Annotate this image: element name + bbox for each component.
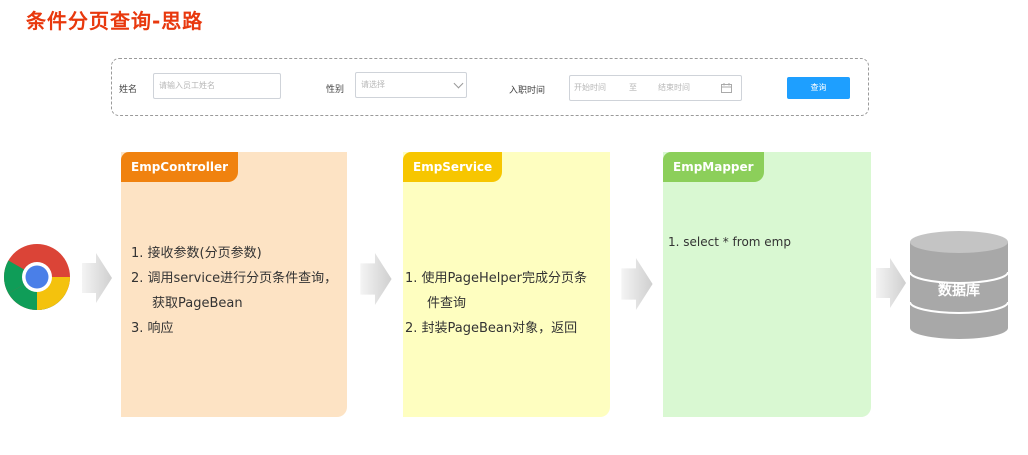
arrow-right-icon (621, 258, 653, 310)
service-step: 1. 使用PageHelper完成分页条 (405, 271, 587, 286)
gender-select[interactable]: 请选择 (355, 72, 467, 98)
arrow-right-icon (82, 253, 112, 303)
gender-label: 性别 (326, 85, 345, 95)
controller-step: 2. 调用service进行分页条件查询， (131, 271, 338, 286)
date-label: 入职时间 (509, 86, 546, 96)
page-title: 条件分页查询-思路 (26, 9, 204, 33)
emp-service-tag: EmpService (403, 152, 503, 182)
chrome-icon (3, 244, 70, 311)
gender-select-value: 请选择 (361, 80, 385, 89)
chevron-down-icon (453, 78, 464, 89)
name-label: 姓名 (119, 85, 138, 95)
mapper-step: 1. select * from emp (668, 235, 791, 249)
controller-step: 3. 响应 (131, 321, 174, 336)
date-range-picker[interactable]: 开始时间 至 结束时间 (569, 75, 742, 101)
emp-mapper-panel (663, 152, 871, 417)
emp-controller-panel (121, 152, 347, 417)
emp-service-panel (403, 152, 610, 417)
calendar-icon (721, 83, 732, 93)
arrow-right-icon (876, 258, 906, 308)
service-step: 件查询 (427, 296, 467, 311)
date-separator: 至 (629, 83, 637, 92)
service-step: 2. 封装PageBean对象，返回 (405, 321, 578, 336)
database-icon (909, 231, 1009, 339)
name-input[interactable]: 请输入员工姓名 (153, 73, 281, 99)
search-form (111, 58, 869, 116)
controller-step: 获取PageBean (152, 296, 243, 311)
controller-step: 1. 接收参数(分页参数) (131, 246, 262, 261)
emp-controller-tag: EmpController (121, 152, 239, 182)
database-label: 数据库 (938, 283, 980, 299)
emp-mapper-tag: EmpMapper (663, 152, 764, 182)
arrow-right-icon (360, 253, 392, 305)
date-start-input[interactable]: 开始时间 (574, 83, 606, 92)
query-button[interactable]: 查询 (787, 77, 850, 99)
date-end-input[interactable]: 结束时间 (658, 83, 690, 92)
